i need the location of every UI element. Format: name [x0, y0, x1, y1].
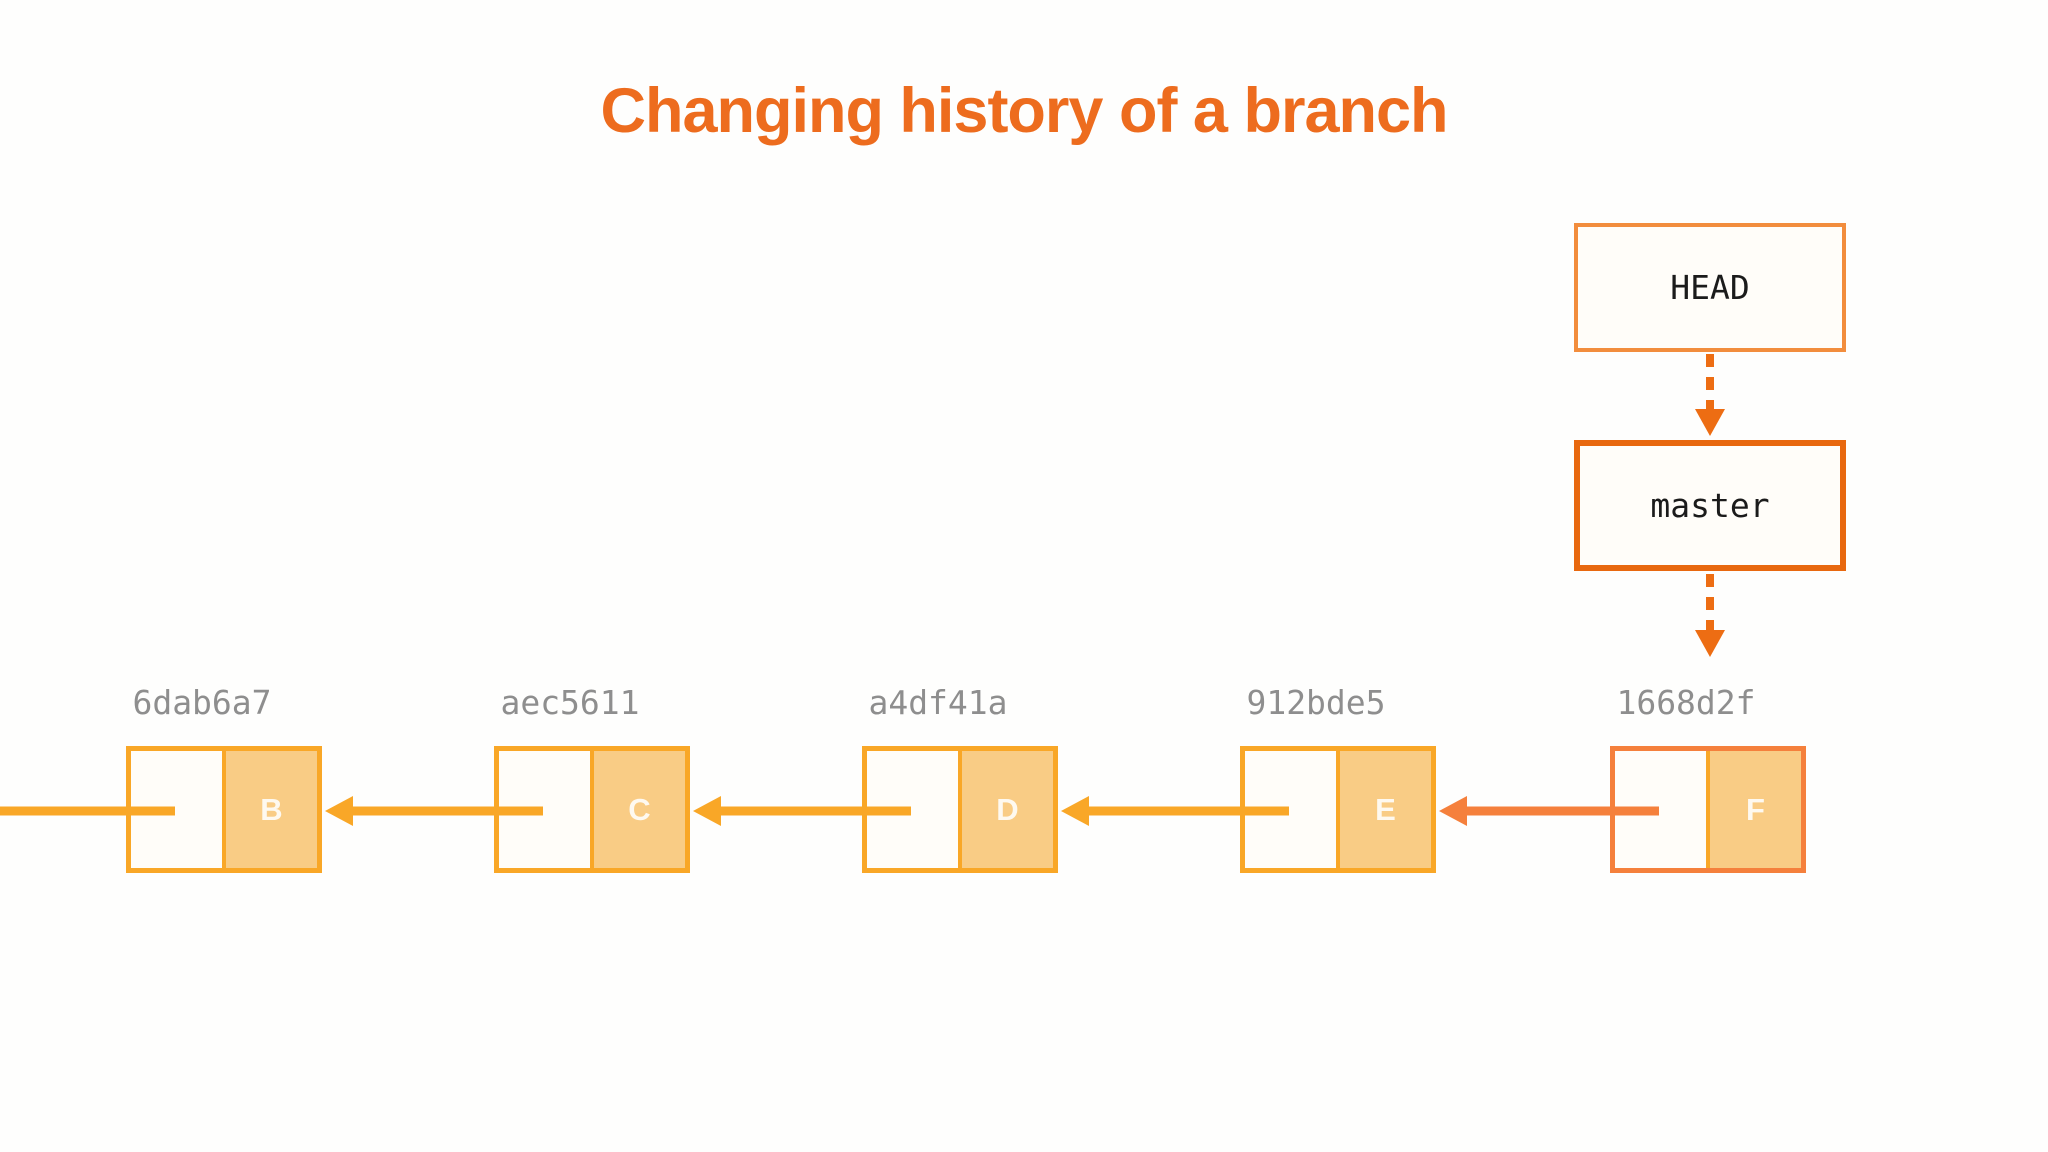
master-ref-label: master [1650, 486, 1770, 525]
commit-letter-cell: D [958, 751, 1053, 868]
commit-d: a4df41a D [862, 686, 1058, 873]
arrow-f-to-e-arrowhead-icon [1439, 796, 1467, 826]
commit-node: F [1610, 746, 1806, 873]
commit-parent-cell [867, 751, 958, 868]
commit-hash: aec5611 [500, 683, 640, 722]
commit-node: B [126, 746, 322, 873]
commit-f: 1668d2f F [1610, 686, 1806, 873]
commit-hash: 6dab6a7 [132, 683, 272, 722]
master-ref-box: master [1574, 440, 1846, 571]
commit-b: 6dab6a7 B [126, 686, 322, 873]
commit-c: aec5611 C [494, 686, 690, 873]
master-to-commit-arrowhead-icon [1695, 630, 1725, 657]
commit-letter: F [1746, 791, 1765, 827]
commit-letter-cell: B [222, 751, 317, 868]
head-to-master-arrowhead-icon [1695, 409, 1725, 436]
commit-letter: C [628, 791, 651, 827]
arrow-c-to-b-arrowhead-icon [325, 796, 353, 826]
arrow-e-to-d-arrowhead-icon [1061, 796, 1089, 826]
commit-parent-cell [1245, 751, 1336, 868]
commit-letter: E [1375, 791, 1396, 827]
page-title: Changing history of a branch [600, 76, 1448, 146]
head-ref-label: HEAD [1670, 268, 1750, 307]
commit-parent-cell [131, 751, 222, 868]
commit-hash: 912bde5 [1246, 683, 1386, 722]
commit-hash: 1668d2f [1616, 683, 1756, 722]
commit-letter: D [996, 791, 1019, 827]
commit-parent-cell [499, 751, 590, 868]
commit-letter-cell: E [1336, 751, 1431, 868]
commit-e: 912bde5 E [1240, 686, 1436, 873]
commit-node: E [1240, 746, 1436, 873]
arrow-d-to-c-arrowhead-icon [693, 796, 721, 826]
commit-node: D [862, 746, 1058, 873]
commit-parent-cell [1615, 751, 1706, 868]
commit-node: C [494, 746, 690, 873]
commit-letter: B [260, 791, 283, 827]
commit-letter-cell: C [590, 751, 685, 868]
commit-hash: a4df41a [868, 683, 1008, 722]
head-ref-box: HEAD [1574, 223, 1846, 352]
commit-letter-cell: F [1706, 751, 1801, 868]
